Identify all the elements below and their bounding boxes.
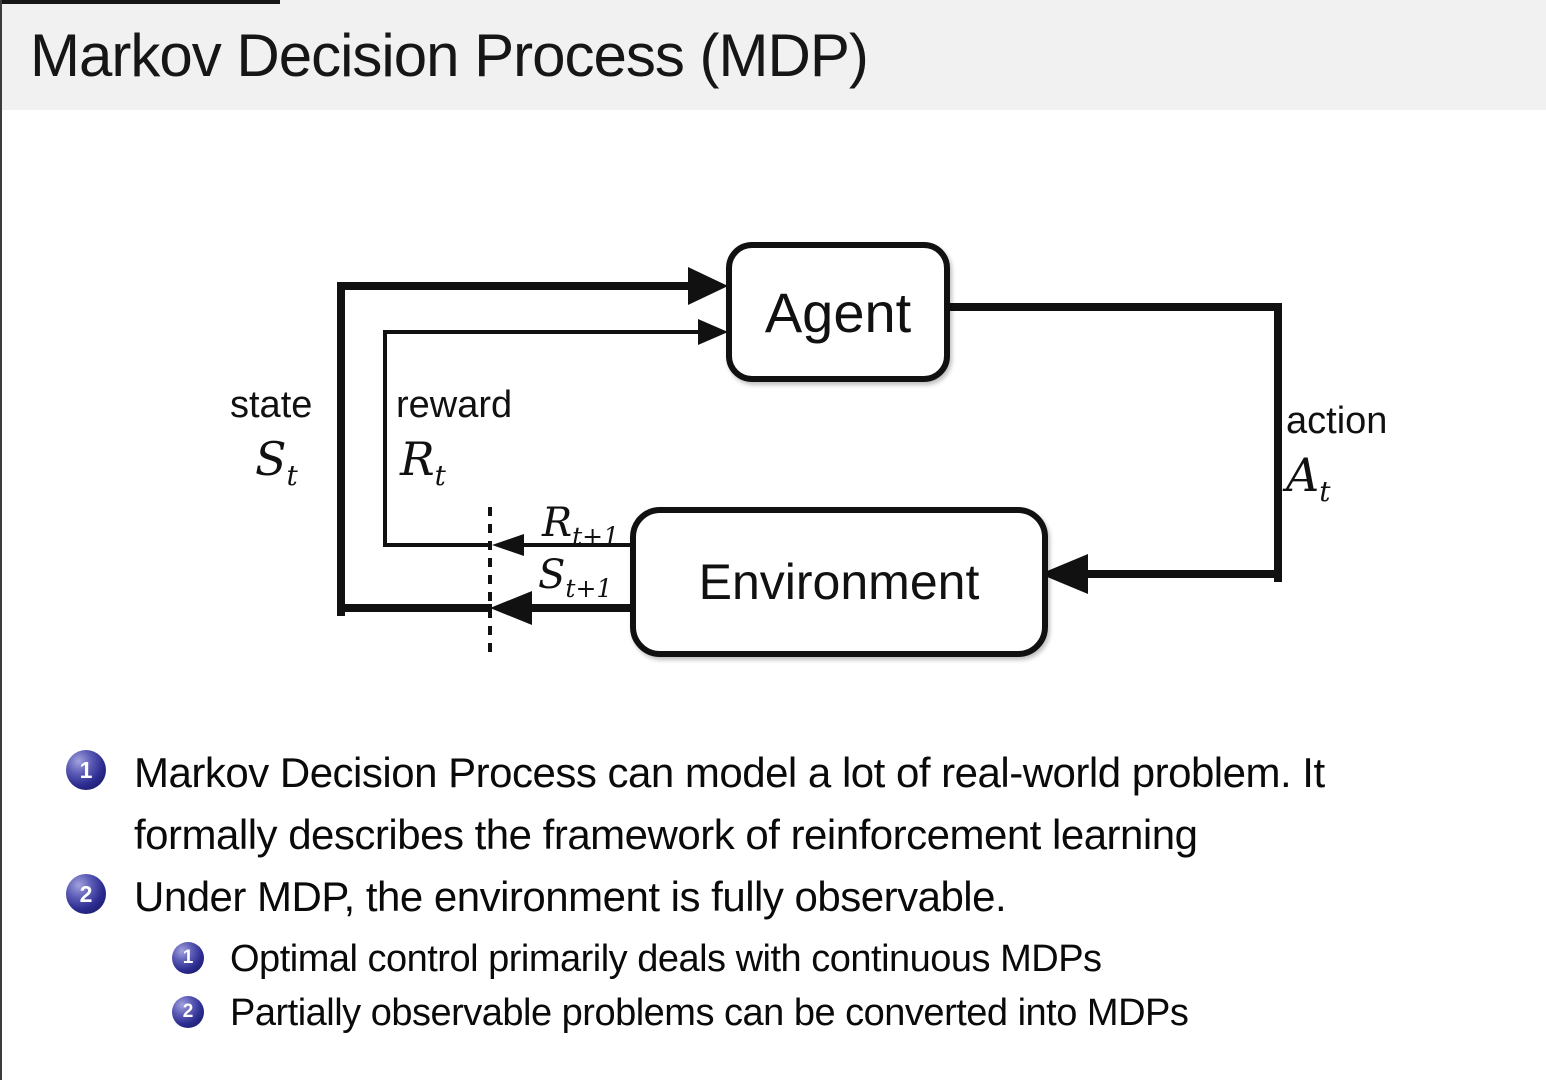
sub-bullet-1-marker: 1 <box>172 942 204 974</box>
next-reward-arrowhead-icon <box>492 534 524 556</box>
action-line-bottom <box>1086 570 1282 578</box>
state-label: state <box>230 384 313 426</box>
action-label: action <box>1286 400 1388 442</box>
title-bar: Markov Decision Process (MDP) <box>0 0 1546 110</box>
agent-node-label: Agent <box>764 280 912 344</box>
slide-title: Markov Decision Process (MDP) <box>30 21 869 89</box>
state-arrowhead-icon <box>688 267 728 305</box>
state-line-vertical <box>337 282 345 616</box>
next-reward-symbol: Rt+1 <box>542 500 620 551</box>
bullet-2-marker: 2 <box>66 874 106 914</box>
state-line-bottom-left <box>337 604 492 612</box>
sub-bullet-2-text: Partially observable problems can be con… <box>230 992 1189 1034</box>
reward-symbol: Rt <box>400 432 446 492</box>
state-symbol: St <box>255 432 298 492</box>
reward-line-top <box>383 330 698 334</box>
sub-bullet-2-marker: 2 <box>172 996 204 1028</box>
timestep-dashed-divider <box>488 507 492 652</box>
next-state-arrowhead-icon <box>490 591 532 625</box>
reward-line-vertical <box>383 330 387 545</box>
action-line-top <box>938 303 1282 311</box>
action-symbol: At <box>1286 448 1331 508</box>
next-state-symbol: St+1 <box>538 552 613 603</box>
state-line-bottom-right <box>532 604 634 612</box>
reward-line-bottom-right <box>524 543 634 547</box>
reward-arrowhead-icon <box>698 319 728 345</box>
environment-node-label: Environment <box>698 554 980 610</box>
left-edge-artifact <box>0 0 2 1080</box>
environment-node: Environment <box>630 507 1048 657</box>
state-line-top <box>337 282 690 290</box>
action-arrowhead-icon <box>1040 554 1088 594</box>
bullet-1-marker: 1 <box>66 750 106 790</box>
bullet-2-text: Under MDP, the environment is fully obse… <box>134 873 1007 920</box>
top-edge-artifact <box>0 0 280 4</box>
agent-node: Agent <box>726 242 950 382</box>
mdp-diagram: Agent Environment state reward action St… <box>230 242 1388 657</box>
reward-line-bottom-left <box>383 543 492 547</box>
reward-label: reward <box>396 384 513 426</box>
bullet-1-text: Markov Decision Process can model a lot … <box>134 749 1325 858</box>
action-line-vertical <box>1274 303 1282 582</box>
sub-bullet-1-text: Optimal control primarily deals with con… <box>230 938 1102 980</box>
